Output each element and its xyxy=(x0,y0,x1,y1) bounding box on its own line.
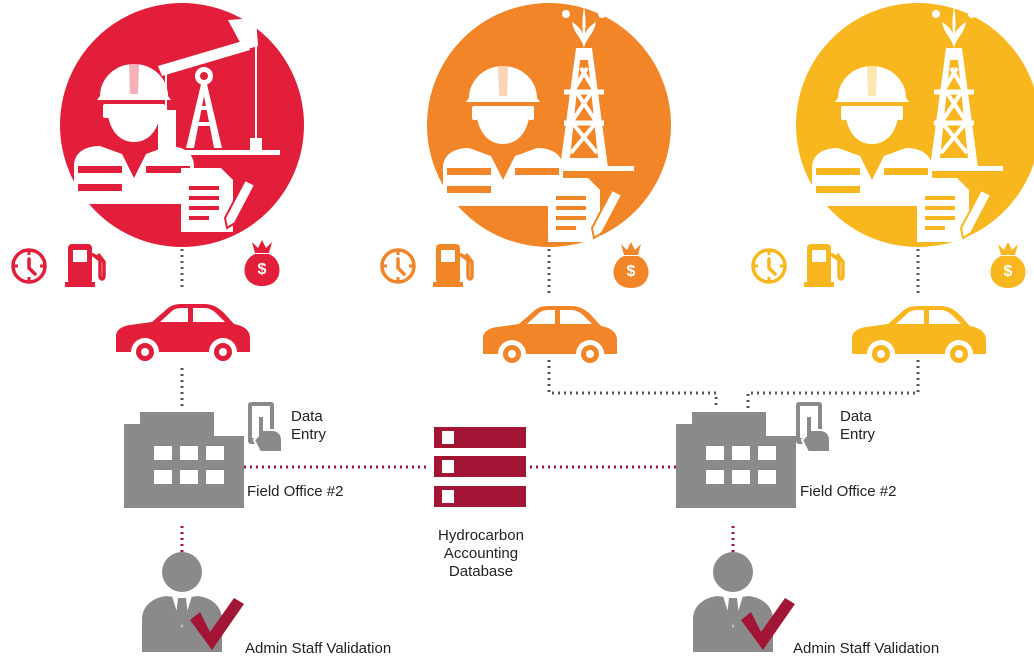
data-entry-line-1: Data xyxy=(291,408,323,425)
money-bag-icon: $ xyxy=(990,242,1026,288)
database-label: Hydrocarbon Accounting Database xyxy=(410,527,552,581)
field-office-label-right: Field Office #2 xyxy=(800,483,897,500)
money-symbol: $ xyxy=(627,263,636,280)
database-label-line-3: Database xyxy=(448,563,514,580)
database-icon xyxy=(434,427,526,507)
pumpjack-icon xyxy=(158,18,280,155)
connector-right-to-office xyxy=(746,360,920,408)
site-yellow: $ xyxy=(751,0,1034,368)
field-office-label-left: Field Office #2 xyxy=(247,483,344,500)
fuel-pump-icon xyxy=(63,242,106,289)
tablet-tap-icon xyxy=(247,401,283,453)
car-icon xyxy=(483,306,617,368)
office-building-icon xyxy=(676,412,796,508)
data-entry-line-2: Entry xyxy=(291,426,327,443)
clock-icon xyxy=(11,248,47,284)
database-label-line-2: Accounting xyxy=(443,545,519,562)
car-icon xyxy=(852,306,986,368)
clock-icon xyxy=(380,248,416,284)
money-symbol: $ xyxy=(1004,263,1013,280)
clock-icon xyxy=(751,248,787,284)
fuel-pump-icon xyxy=(802,242,845,289)
office-building-icon xyxy=(124,412,244,508)
data-entry-label-right: Data Entry xyxy=(840,408,875,444)
database-label-line-1: Hydrocarbon xyxy=(438,527,524,544)
fuel-pump-icon xyxy=(431,242,474,289)
data-entry-label-left: Data Entry xyxy=(291,408,326,444)
site-yellow-circle xyxy=(796,3,1034,247)
field-office-right xyxy=(676,401,831,652)
tablet-tap-icon xyxy=(795,401,831,453)
money-bag-icon: $ xyxy=(613,242,649,288)
connectors xyxy=(180,243,920,552)
field-office-left xyxy=(124,401,283,652)
site-orange: $ xyxy=(380,0,671,368)
car-icon xyxy=(116,304,250,366)
admin-validation-label-left: Admin Staff Validation xyxy=(245,640,392,657)
admin-validation-label-right: Admin Staff Validation xyxy=(793,640,940,657)
money-symbol: $ xyxy=(258,261,267,278)
site-red: $ xyxy=(11,3,304,366)
connector-mid-to-office xyxy=(547,360,718,408)
money-bag-icon: $ xyxy=(244,240,280,286)
data-entry-line-1: Data xyxy=(840,408,872,425)
data-entry-line-2: Entry xyxy=(840,426,876,443)
